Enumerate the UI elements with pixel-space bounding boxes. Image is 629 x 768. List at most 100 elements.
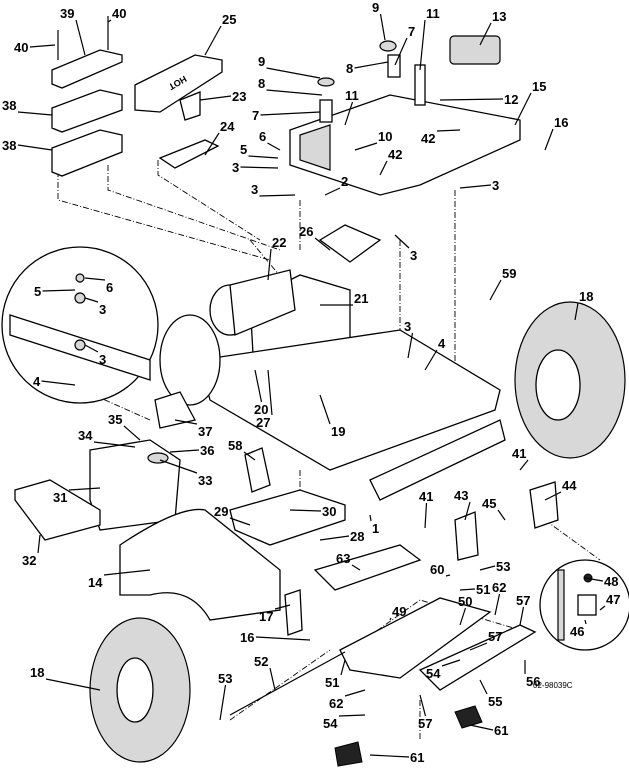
- callout-43: 43: [454, 488, 468, 503]
- leader-line: [469, 724, 494, 731]
- callout-57: 57: [516, 593, 530, 608]
- leader-line: [266, 67, 321, 79]
- leader-line: [29, 44, 56, 48]
- callout-42: 42: [421, 131, 435, 146]
- bracket-24: [158, 139, 220, 169]
- leader-line: [351, 564, 361, 571]
- leader-line: [369, 514, 372, 522]
- callout-16: 16: [240, 630, 254, 645]
- callout-16: 16: [554, 115, 568, 130]
- leader-line: [159, 459, 198, 474]
- fuel-tank-31: [89, 439, 181, 531]
- leader-line: [255, 636, 311, 641]
- leader-line: [584, 577, 604, 582]
- plate-63: [313, 544, 422, 591]
- footrest-49: [339, 597, 492, 679]
- leader-line: [248, 155, 279, 159]
- leader-line: [494, 593, 501, 616]
- leader-line: [441, 659, 461, 667]
- callout-41: 41: [512, 446, 526, 461]
- callout-34: 34: [78, 428, 93, 443]
- callout-47: 47: [606, 592, 620, 607]
- callout-24: 24: [220, 119, 235, 134]
- callout-41: 41: [419, 489, 433, 504]
- panel-28: [229, 489, 346, 546]
- callout-5: 5: [34, 284, 41, 299]
- callout-11: 11: [345, 88, 359, 103]
- leader-line: [354, 61, 389, 69]
- callout-26: 26: [299, 224, 313, 239]
- callout-3: 3: [99, 302, 106, 317]
- leader-line: [84, 277, 106, 281]
- leader-line: [267, 248, 272, 281]
- callout-33: 33: [198, 473, 212, 488]
- tray-13: [449, 35, 501, 65]
- leader-line: [436, 129, 461, 132]
- callout-54: 54: [323, 716, 338, 731]
- leader-line: [267, 142, 281, 151]
- leader-line: [389, 617, 392, 621]
- leader-line: [204, 132, 220, 156]
- callout-2: 2: [341, 174, 348, 189]
- leader-line: [514, 92, 532, 126]
- callout-32: 32: [22, 553, 36, 568]
- callout-50: 50: [458, 594, 472, 609]
- leader-line: [424, 502, 428, 529]
- leader-line: [93, 441, 136, 448]
- leader-line: [269, 667, 276, 691]
- cover-26: [318, 224, 382, 263]
- leader-line: [464, 501, 471, 521]
- leader-line: [544, 128, 554, 151]
- callout-4: 4: [438, 336, 446, 351]
- leader-line: [584, 619, 587, 625]
- leader-line: [544, 491, 562, 501]
- callout-52: 52: [254, 654, 268, 669]
- muffler-22: [209, 269, 296, 336]
- callout-3: 3: [492, 178, 499, 193]
- leader-line: [479, 679, 488, 695]
- callout-59: 59: [502, 266, 516, 281]
- callout-6: 6: [106, 280, 113, 295]
- callout-28: 28: [350, 529, 364, 544]
- callout-14: 14: [88, 575, 103, 590]
- callout-30: 30: [322, 504, 336, 519]
- callout-23: 23: [232, 89, 246, 104]
- callout-7: 7: [408, 24, 415, 39]
- callout-19: 19: [331, 424, 345, 439]
- callout-36: 36: [200, 443, 214, 458]
- leader-line: [169, 449, 200, 453]
- callout-57: 57: [488, 629, 502, 644]
- pedal-61-right: [454, 705, 483, 729]
- leader-line: [103, 569, 151, 576]
- leader-line: [123, 425, 141, 441]
- leader-line: [519, 606, 525, 626]
- mat-55: [418, 624, 537, 691]
- leader-line: [37, 534, 41, 554]
- bracket-23: [179, 91, 201, 121]
- rod-52: [229, 651, 346, 716]
- callout-7: 7: [252, 108, 259, 123]
- leader-line: [497, 509, 506, 521]
- callout-46: 46: [570, 624, 584, 639]
- leader-line: [266, 89, 323, 96]
- callout-3: 3: [404, 319, 411, 334]
- drawing-code: 02-98039C: [533, 681, 573, 690]
- callout-40: 40: [112, 6, 126, 21]
- leader-line: [254, 369, 263, 403]
- leader-line: [489, 279, 502, 301]
- springs-7: [317, 40, 401, 123]
- callout-53: 53: [218, 671, 232, 686]
- leader-line: [344, 689, 366, 697]
- leader-line: [479, 565, 496, 571]
- callout-48: 48: [604, 574, 618, 589]
- shield-38-upper: [51, 89, 123, 133]
- leader-line: [68, 487, 101, 491]
- callout-9: 9: [258, 54, 265, 69]
- leader-line: [459, 607, 467, 626]
- callout-4: 4: [33, 374, 41, 389]
- muffler-shield-25: HOT: [134, 54, 223, 113]
- callout-51: 51: [325, 675, 339, 690]
- leader-line: [41, 380, 76, 386]
- callout-56: 56: [526, 674, 540, 689]
